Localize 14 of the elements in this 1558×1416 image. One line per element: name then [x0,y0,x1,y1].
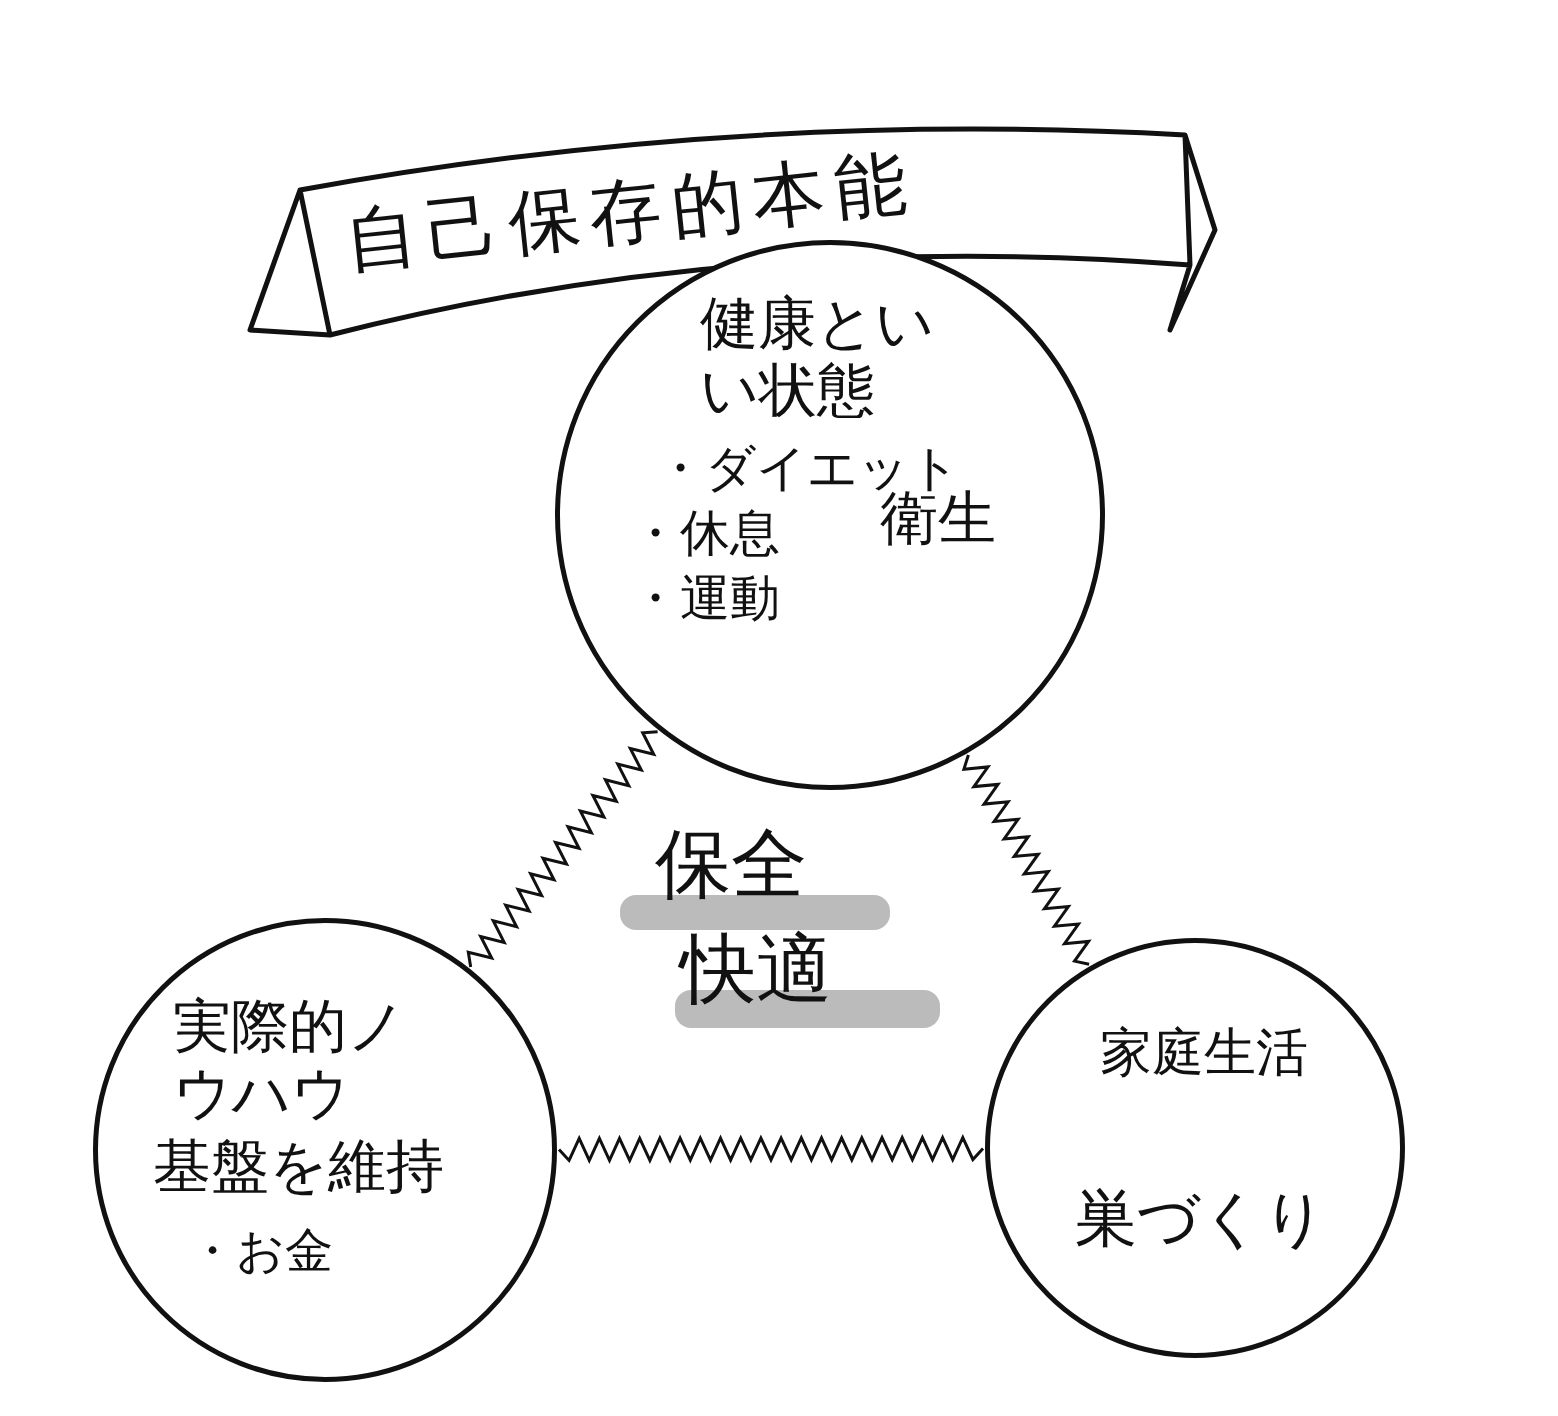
spring-connector [466,730,658,968]
spring-connector [557,1133,985,1164]
node-text: 巣づくり [1075,1183,1326,1255]
node-text: 健康といい状態 [700,290,935,424]
title: 自己保存的本能 [340,140,921,283]
node-text: 基盤を維持 [153,1133,444,1200]
node-text: ・休息 [630,505,780,563]
spring-connector [961,754,1092,966]
node-text: ・運動 [630,570,780,628]
center-label: 保全 [655,820,807,908]
center-label: 快適 [680,925,832,1013]
node-text: 実際的ノウハウ [173,993,407,1127]
node-text: ・お金 [188,1223,333,1279]
node-text: 家庭生活 [1100,1023,1308,1083]
